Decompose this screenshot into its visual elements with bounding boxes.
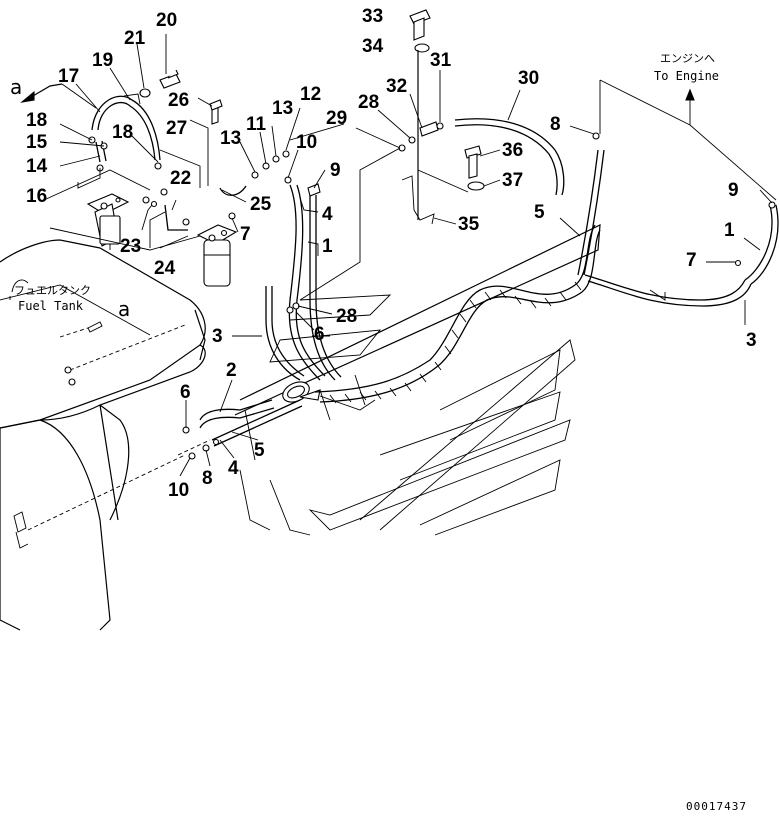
callout-label: 1 bbox=[724, 220, 735, 241]
hoses bbox=[91, 93, 779, 456]
callout-label: 3 bbox=[746, 330, 757, 351]
callout-label: 1 bbox=[322, 236, 333, 257]
fill-neck bbox=[282, 381, 321, 403]
text-labels: エンジンへ To Engine フュエルタンク Fuel Tank a a 00… bbox=[10, 52, 747, 813]
callout-label: 29 bbox=[326, 108, 347, 129]
callout-label: 13 bbox=[220, 128, 241, 149]
fuel-filter-left bbox=[86, 193, 130, 250]
callout-label: 28 bbox=[358, 92, 379, 113]
callout-label: 8 bbox=[202, 468, 213, 489]
engine-label-jp: エンジンへ bbox=[660, 52, 715, 65]
frame-plates bbox=[234, 224, 601, 536]
callout-label: 35 bbox=[458, 214, 480, 235]
callout-label: 21 bbox=[124, 28, 146, 49]
callout-label: 9 bbox=[728, 180, 739, 201]
callout-label: 2 bbox=[226, 360, 237, 381]
callout-label: 16 bbox=[26, 186, 47, 207]
view-point-label: a bbox=[118, 297, 130, 321]
callout-label: 10 bbox=[168, 480, 189, 501]
callout-label: 37 bbox=[502, 170, 523, 191]
callout-label: 31 bbox=[430, 50, 452, 71]
callout-label: 11 bbox=[246, 114, 267, 135]
callout-label: 20 bbox=[156, 10, 177, 31]
fuel-tank bbox=[0, 239, 206, 631]
callout-label: 13 bbox=[272, 98, 293, 119]
callout-label: 6 bbox=[314, 324, 325, 345]
callout-label: 24 bbox=[154, 258, 176, 279]
callout-label: 19 bbox=[92, 50, 113, 71]
callout-label: 14 bbox=[26, 156, 48, 177]
small-parts bbox=[59, 9, 776, 460]
engine-label-en: To Engine bbox=[654, 69, 719, 83]
callout-label: 26 bbox=[168, 90, 189, 111]
callout-label: 23 bbox=[120, 236, 141, 257]
callout-label: 5 bbox=[254, 440, 265, 461]
callout-label: 33 bbox=[362, 6, 383, 27]
callout-label: 6 bbox=[180, 382, 191, 403]
callout-label: 3 bbox=[212, 326, 223, 347]
leader-lines bbox=[20, 34, 777, 477]
callout-label: 22 bbox=[170, 168, 191, 189]
callout-label: 5 bbox=[534, 202, 545, 223]
callout-label: 15 bbox=[26, 132, 48, 153]
water-separator bbox=[196, 224, 238, 287]
callout-label: 10 bbox=[296, 132, 317, 153]
callout-label: 18 bbox=[26, 110, 47, 131]
view-arrow-label: a bbox=[10, 75, 22, 99]
callout-label: 4 bbox=[322, 204, 333, 225]
callout-label: 4 bbox=[228, 458, 239, 479]
callout-label: 7 bbox=[240, 224, 251, 245]
callout-label: 34 bbox=[362, 36, 384, 57]
callout-label: 36 bbox=[502, 140, 523, 161]
callout-label: 25 bbox=[250, 194, 272, 215]
callout-numbers: 20 21 19 17 26 18 15 14 16 18 27 13 11 1… bbox=[26, 6, 757, 501]
callout-label: 17 bbox=[58, 66, 79, 87]
callout-label: 9 bbox=[330, 160, 341, 181]
callout-label: 18 bbox=[112, 122, 133, 143]
callout-label: 8 bbox=[550, 114, 561, 135]
callout-label: 28 bbox=[336, 306, 357, 327]
drawing-number: 00017437 bbox=[686, 800, 747, 813]
callout-label: 30 bbox=[518, 68, 539, 89]
tank-label-en: Fuel Tank bbox=[18, 299, 84, 313]
callout-label: 12 bbox=[300, 84, 321, 105]
callout-label: 32 bbox=[386, 76, 407, 97]
callout-label: 7 bbox=[686, 250, 697, 271]
tank-label-jp: フュエルタンク bbox=[14, 284, 91, 297]
callout-label: 27 bbox=[166, 118, 187, 139]
